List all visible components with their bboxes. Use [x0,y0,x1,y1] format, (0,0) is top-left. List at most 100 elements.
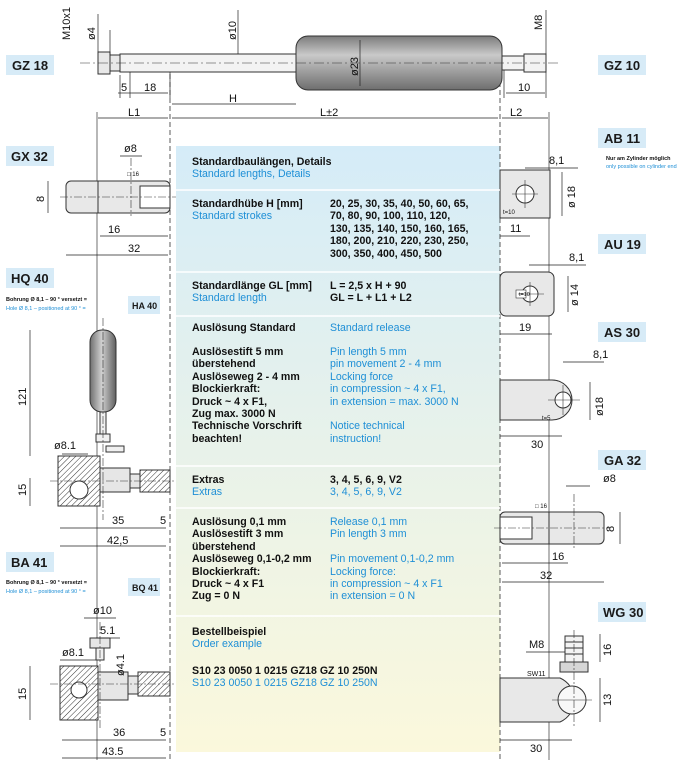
hq-dim-425: 42,5 [107,535,128,547]
eye-ab11 [499,169,551,219]
eye-as30 [499,379,580,421]
dim-d23: ø23 [349,57,361,76]
gx-dim-16: 16 [108,224,120,236]
ba-note-de: Bohrung Ø 8,1 – 90 ° versetzt = [6,580,87,586]
as-dim-t5: t=5 [542,416,551,422]
top-dimension-lines [97,10,548,119]
ba-dim-435: 43.5 [102,746,123,758]
gx-dim-32: 32 [128,243,140,255]
hq-note-en: Hole Ø 8,1 – positioned at 90 ° = [6,306,86,312]
s4-title-de: Auslösung Standard [192,322,296,334]
ba-dim-5: 5 [160,727,166,739]
s4-title-en: Standard release [330,322,411,334]
au-dim-81: 8,1 [569,252,584,264]
ga-dim-32: 32 [540,570,552,582]
s6-details-de: Auslösung 0,1 mm Auslösestift 3 mm übers… [192,516,312,603]
as-dim-30: 30 [531,439,543,451]
s6-details-en: Release 0,1 mm Pin length 3 mm Pin movem… [330,516,455,603]
s7-title-de: Bestellbeispiel [192,626,267,638]
wg-dim-16: 16 [602,644,614,656]
s3-title-en: Standard length [192,292,267,305]
tag-as30: AS 30 [604,325,640,340]
table-panel-bg [176,146,500,752]
ba-dim-51: 5.1 [100,625,115,637]
hq-note-de: Bohrung Ø 8,1 – 90 ° versetzt = [6,297,87,303]
ba-dim-d41: ø4.1 [115,654,127,676]
tag-au19: AU 19 [604,237,641,252]
fork-gx32 [60,158,176,216]
ab-dim-t10: t=10 [503,210,516,216]
au-dim-d14: ø 14 [569,284,581,306]
s3-formula-1: L = 2,5 x H + 90 [330,280,407,292]
hq-dim-5: 5 [160,515,166,527]
tag-bq41: BQ 41 [132,583,158,593]
panel-separators [176,189,500,617]
wg-dim-m8: M8 [529,639,544,651]
s7-title-en: Order example [192,638,263,651]
ab-dim-81: 8,1 [549,155,564,167]
ba-note-en: Hole Ø 8,1 – positioned at 90 ° = [6,589,86,595]
release-ba41 [50,622,176,728]
tag-ab11: AB 11 [604,131,640,146]
s3-title-de: Standardlänge GL [mm] [192,280,312,292]
tag-gx32: GX 32 [11,149,48,164]
gas-spring-main [80,35,560,91]
tag-ha40: HA 40 [132,301,157,311]
dim-l-pm2: L±2 [320,107,338,119]
dim-m10x1: M10x1 [61,7,73,40]
gx-dim-sq16: □ 16 [127,172,140,178]
as-dim-d18: ø18 [594,397,606,416]
dim-5: 5 [121,82,127,94]
ab-note-de: Nur am Zylinder möglich [606,156,671,162]
dim-l2: L2 [510,107,522,119]
dim-d10: ø10 [227,21,239,40]
ga-dim-16: 16 [552,551,564,563]
s5-values-de: 3, 4, 5, 6, 9, V2 [330,474,402,486]
hq-dim-d81: ø8.1 [54,440,76,452]
s4-details-de: Auslösestift 5 mm überstehend Auslöseweg… [192,346,302,445]
s3-formula-2: GL = L + L1 + L2 [330,292,412,305]
wg-dim-sw11: SW11 [527,671,546,678]
s5-values-en: 3, 4, 5, 6, 9, V2 [330,486,402,499]
tag-gz18: GZ 18 [12,58,48,73]
wg-dim-13: 13 [602,694,614,706]
tag-gz10: GZ 10 [604,58,640,73]
ba-dim-15: 15 [17,688,29,700]
ga-dim-d8: ø8 [603,473,616,485]
ba-dim-d10: ø10 [93,605,112,617]
ga-dim-8: 8 [605,526,617,532]
au-dim-19: 19 [519,322,531,334]
specification-table: Standardbaulängen, Details Standard leng… [180,146,496,752]
dim-d4: ø4 [86,27,98,40]
dim-h: H [229,93,237,105]
tag-ba41: BA 41 [11,555,47,570]
gx-dim-8: 8 [35,196,47,202]
ab-note-en: only possible on cylinder end [606,164,677,170]
as-dim-81: 8,1 [593,349,608,361]
ga-dim-sq16: □ 16 [535,504,548,510]
ab-dim-d18: ø 18 [566,186,578,208]
variant-tags: GZ 18 GZ 10 GX 32 AB 11 AU 19 HQ 40 AS 3… [6,55,646,622]
ba-dim-36: 36 [113,727,125,739]
dim-l1: L1 [128,107,140,119]
ba-dim-d81: ø8.1 [62,647,84,659]
s7-code-en: S10 23 0050 1 0215 GZ18 GZ 10 250N [192,677,378,690]
eye-au19 [499,271,555,317]
dim-18: 18 [144,82,156,94]
tag-ga32: GA 32 [604,453,641,468]
dim-m8: M8 [533,15,545,30]
s4-details-en: Pin length 5 mm pin movement 2 - 4 mm Lo… [330,346,459,445]
s2-title-de: Standardhübe H [mm] [192,198,303,210]
s1-title-de: Standardbaulängen, Details [192,156,332,168]
hq-dim-121: 121 [17,388,29,406]
release-hq40 [50,318,176,520]
tag-wg30: WG 30 [603,605,643,620]
fork-ga32 [494,494,610,550]
s5-title-de: Extras [192,474,225,486]
wg-dim-30: 30 [530,743,542,755]
au-dim-t10: t=10 [519,292,530,298]
joint-wg30 [499,630,592,726]
s7-code-de: S10 23 0050 1 0215 GZ18 GZ 10 250N [192,664,378,677]
s2-title-en: Standard strokes [192,210,273,223]
